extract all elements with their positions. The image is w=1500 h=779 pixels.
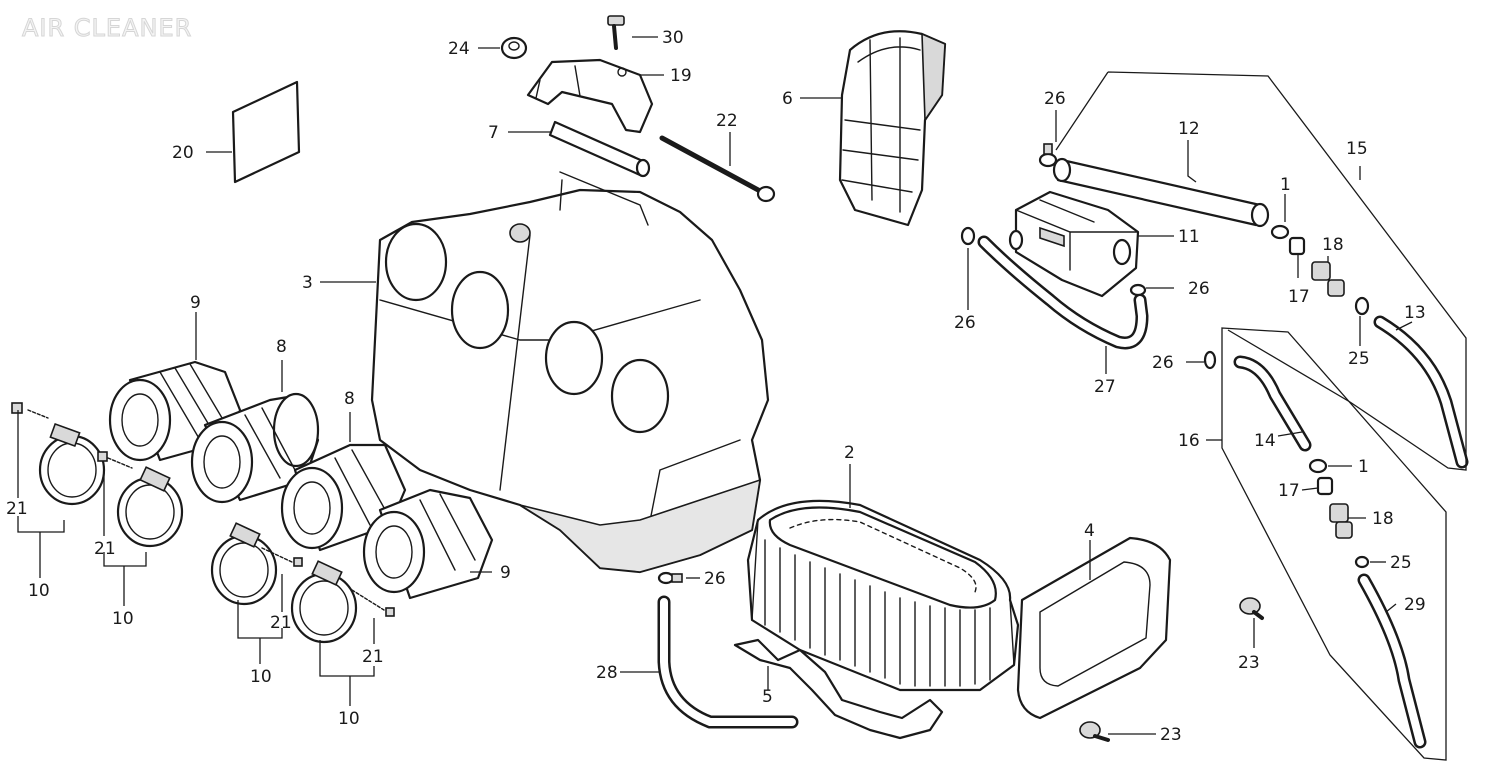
part-7-tube[interactable]	[548, 120, 651, 178]
callout-labels: 20 24 30 19 7 22 6 3 9 8 8 9 2 26 28 5 4…	[6, 28, 1426, 745]
callout-10-b: 10	[112, 609, 134, 629]
callout-21-c: 21	[270, 613, 292, 633]
part-8-connecting-tube-upper[interactable]	[190, 392, 320, 504]
part-21-screw-2[interactable]	[97, 451, 133, 469]
part-25-clip-upper[interactable]	[1354, 296, 1370, 316]
part-11-breather-chamber[interactable]	[1008, 190, 1140, 298]
callout-10-d: 10	[338, 709, 360, 729]
callout-29: 29	[1404, 595, 1426, 615]
callout-2: 2	[844, 443, 855, 463]
part-2-filter-element[interactable]	[746, 499, 1020, 692]
part-13-drain-tube[interactable]	[1373, 315, 1469, 469]
callout-9-lower: 9	[500, 563, 511, 583]
callout-21-a: 21	[6, 499, 28, 519]
callout-19: 19	[670, 66, 692, 86]
callout-18-upper: 18	[1322, 235, 1344, 255]
callout-30: 30	[662, 28, 684, 48]
callout-12: 12	[1178, 119, 1200, 139]
part-27-breather-hose[interactable]	[977, 235, 1149, 350]
callout-18-lower: 18	[1372, 509, 1394, 529]
part-29-drain-tube[interactable]	[1357, 573, 1427, 749]
callout-1-upper: 1	[1280, 175, 1291, 195]
callout-5: 5	[762, 687, 773, 707]
part-17-joint-upper[interactable]	[1288, 236, 1306, 256]
callout-4: 4	[1084, 521, 1095, 541]
part-21-screw-1[interactable]	[11, 402, 49, 419]
callout-13: 13	[1404, 303, 1426, 323]
part-10-clamp-band-4[interactable]	[290, 560, 358, 644]
callout-10-c: 10	[250, 667, 272, 687]
callout-26-right: 26	[1188, 279, 1210, 299]
part-14-drain-tube[interactable]	[1233, 355, 1312, 452]
part-3-air-cleaner-case[interactable]	[370, 171, 770, 574]
part-18-drain-plug-lower[interactable]	[1329, 503, 1353, 539]
part-24-grommet[interactable]	[500, 36, 528, 60]
leader-lines	[17, 36, 1413, 735]
callout-26-middle: 26	[1152, 353, 1174, 373]
part-22-long-bolt[interactable]	[659, 135, 776, 203]
callout-11: 11	[1178, 227, 1200, 247]
callout-9-upper: 9	[190, 293, 201, 313]
callout-8-lower: 8	[344, 389, 355, 409]
part-6-intake-duct[interactable]	[838, 30, 947, 227]
callout-21-d: 21	[362, 647, 384, 667]
callout-16: 16	[1178, 431, 1200, 451]
part-26-clip-right[interactable]	[1129, 283, 1147, 297]
callout-28: 28	[596, 663, 618, 683]
callout-6: 6	[782, 89, 793, 109]
callout-17-upper: 17	[1288, 287, 1310, 307]
part-21-screw-4[interactable]	[351, 589, 395, 617]
callout-24: 24	[448, 39, 470, 59]
callout-23-bottom: 23	[1160, 725, 1182, 745]
diagram-title: AIR CLEANER	[21, 14, 193, 43]
part-10-clamp-band-2[interactable]	[116, 466, 184, 548]
part-20-label-sheet[interactable]	[231, 80, 301, 184]
callout-3: 3	[302, 273, 313, 293]
part-17-joint-lower[interactable]	[1316, 476, 1334, 496]
callout-26-filter: 26	[704, 569, 726, 589]
part-10-clamp-band-1[interactable]	[38, 422, 106, 506]
callout-26-top: 26	[1044, 89, 1066, 109]
callout-22: 22	[716, 111, 738, 131]
part-23-screw-right[interactable]	[1239, 597, 1264, 620]
callout-17-lower: 17	[1278, 481, 1300, 501]
part-28-drain-hose[interactable]	[657, 595, 799, 729]
part-30-bolt[interactable]	[607, 15, 625, 50]
part-12-breather-tube[interactable]	[1052, 157, 1270, 228]
part-26-clip-top[interactable]	[1038, 143, 1058, 168]
callout-27: 27	[1094, 377, 1116, 397]
part-21-screw-3[interactable]	[261, 547, 303, 567]
part-18-drain-plug-upper[interactable]	[1311, 261, 1345, 297]
callout-7: 7	[488, 123, 499, 143]
part-26-clip-filter[interactable]	[657, 571, 683, 585]
callout-21-b: 21	[94, 539, 116, 559]
callout-15: 15	[1346, 139, 1368, 159]
callout-8-upper: 8	[276, 337, 287, 357]
callout-26-left: 26	[954, 313, 976, 333]
part-19-bracket[interactable]	[526, 58, 654, 134]
callout-10-a: 10	[28, 581, 50, 601]
part-4-cover-gasket[interactable]	[1016, 536, 1172, 720]
part-23-screw-bottom[interactable]	[1079, 721, 1110, 742]
callout-14: 14	[1254, 431, 1276, 451]
group-16-outline	[1221, 327, 1447, 761]
callout-25-upper: 25	[1348, 349, 1370, 369]
part-10-clamp-band-3[interactable]	[210, 522, 278, 606]
callout-20: 20	[172, 143, 194, 163]
part-5-mounting-strap[interactable]	[733, 638, 944, 740]
callout-25-lower: 25	[1390, 553, 1412, 573]
part-25-clip-lower[interactable]	[1354, 555, 1370, 569]
part-9-connecting-tube-lower[interactable]	[362, 488, 494, 600]
part-26-clip-left[interactable]	[960, 226, 976, 246]
part-1-clip-lower[interactable]	[1308, 458, 1328, 474]
part-26-clip-middle[interactable]	[1203, 350, 1217, 370]
part-1-clip-upper[interactable]	[1270, 224, 1290, 240]
callout-1-lower: 1	[1358, 457, 1369, 477]
callout-23-right: 23	[1238, 653, 1260, 673]
